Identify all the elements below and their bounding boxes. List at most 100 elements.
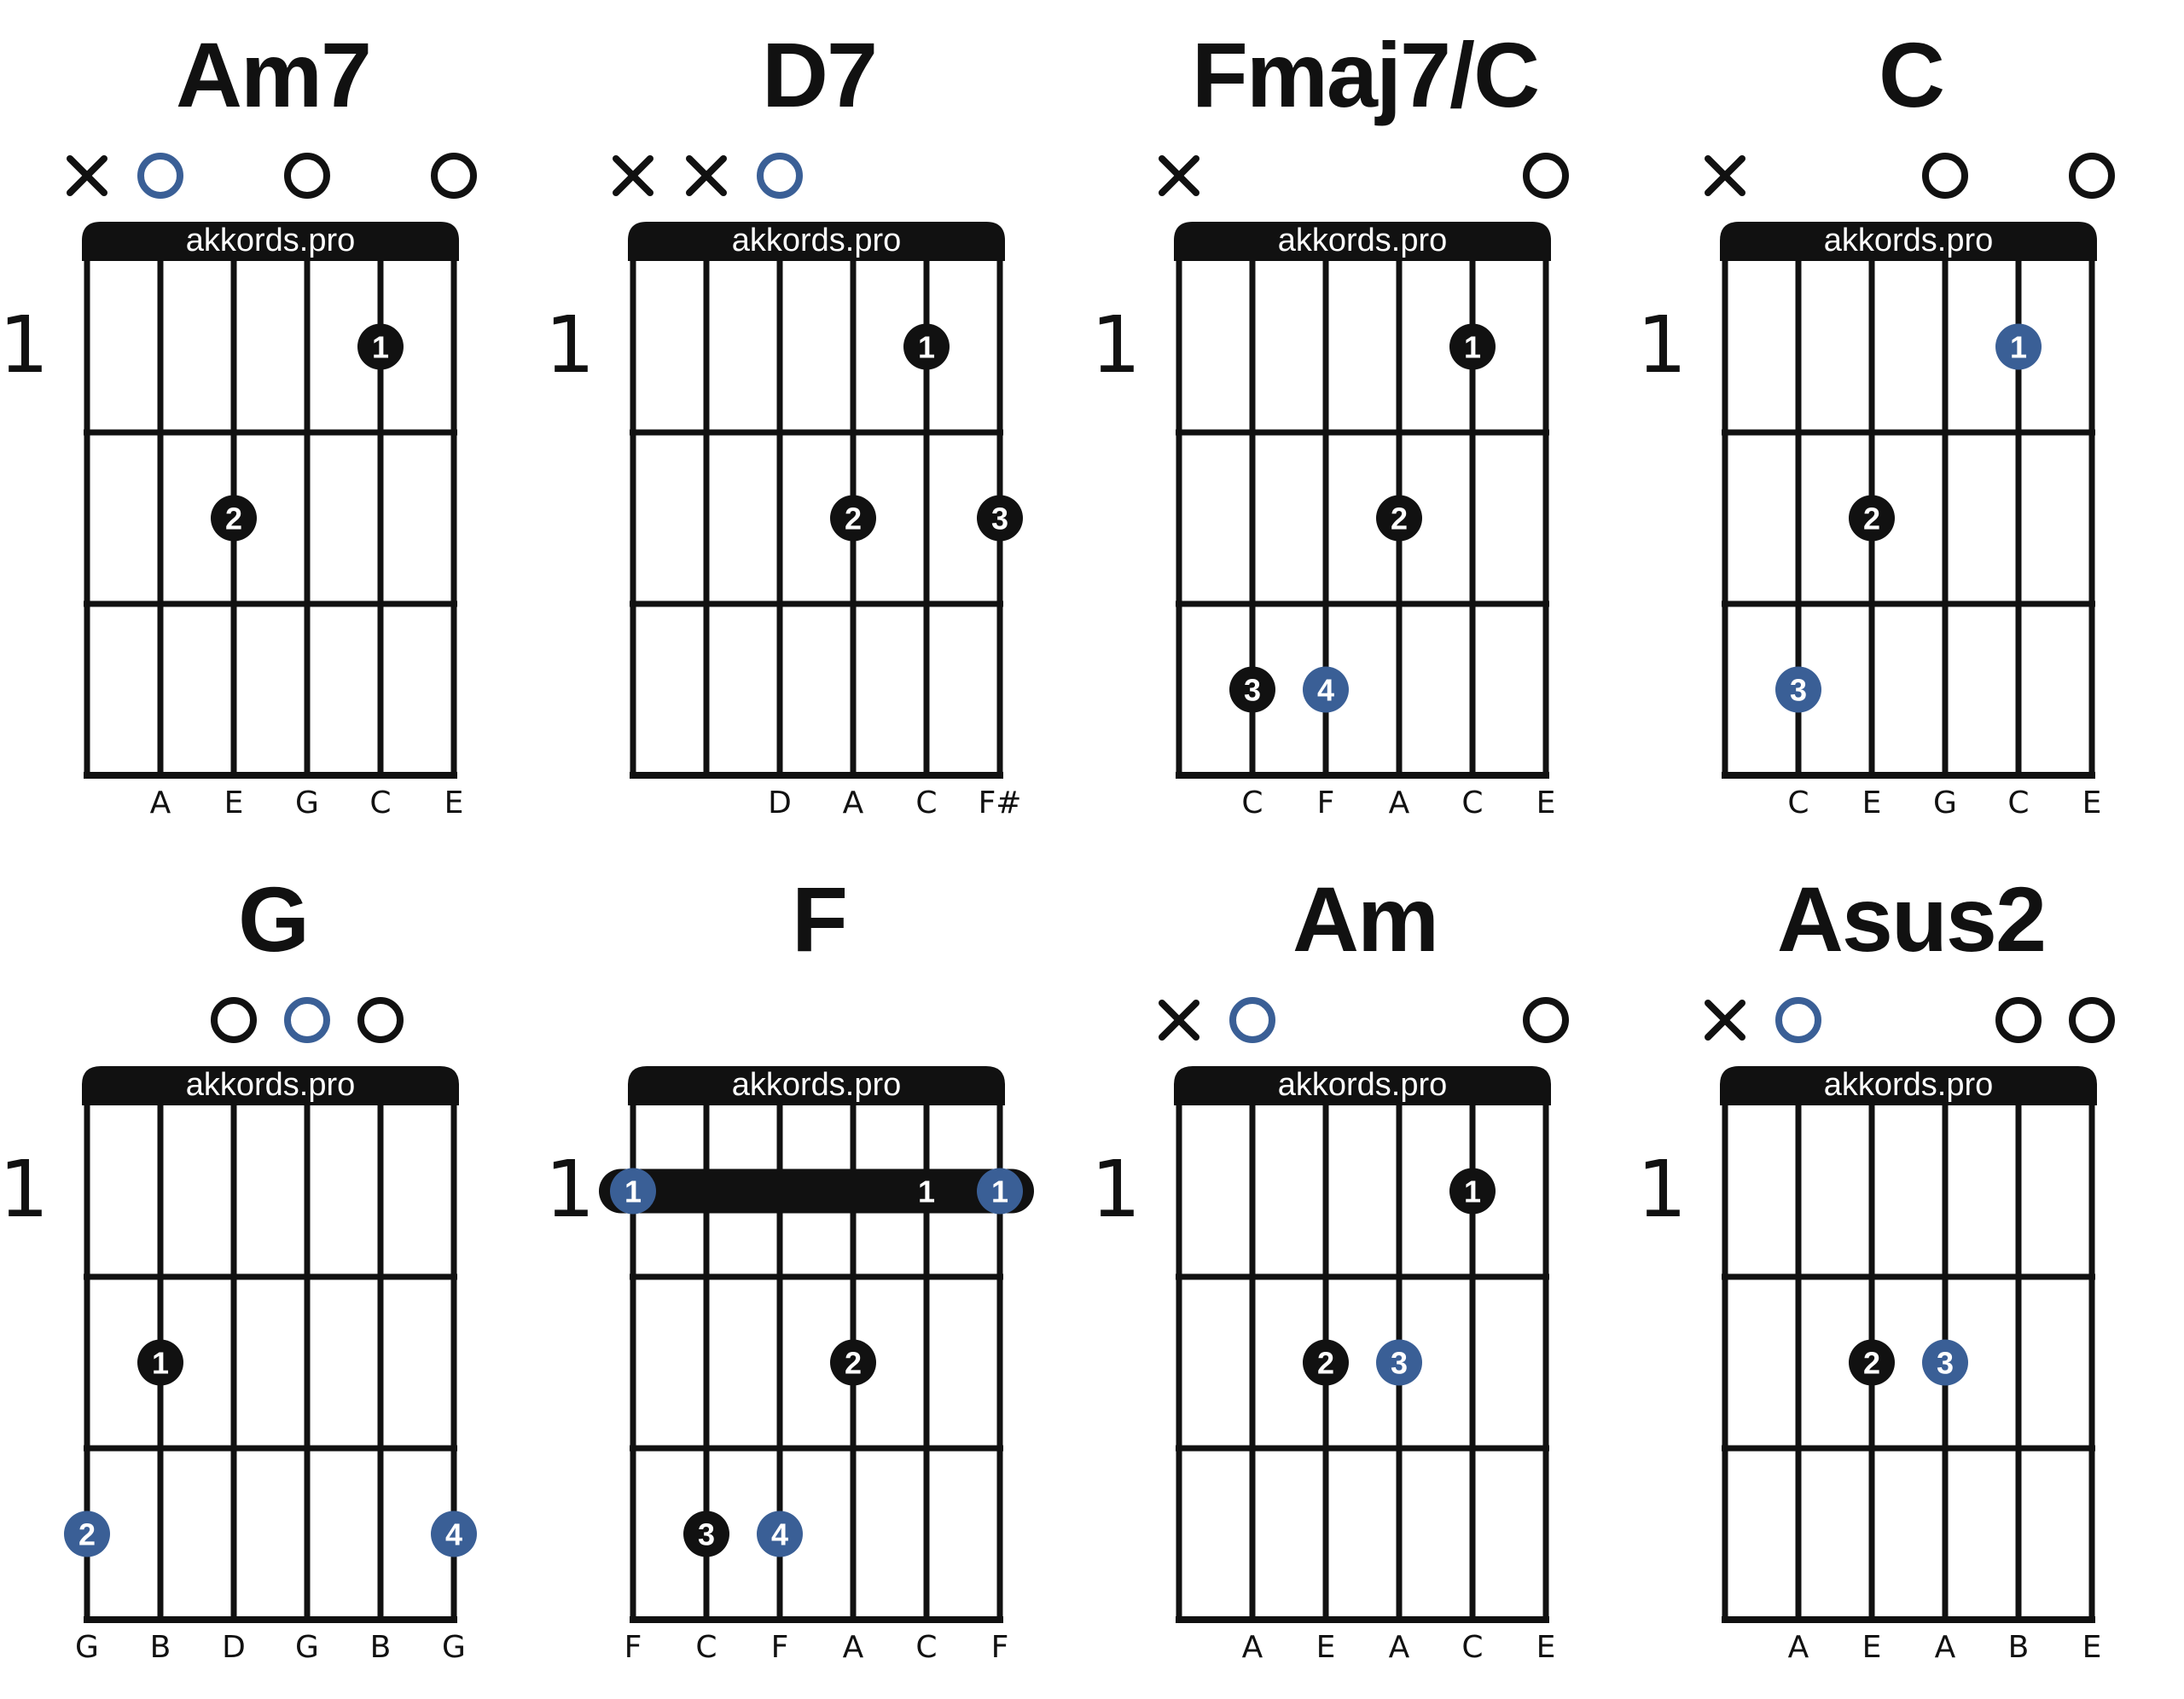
finger-number: 1 <box>991 1174 1008 1209</box>
string-note-label: A <box>1242 1630 1263 1665</box>
nut-header <box>82 1066 459 1105</box>
brand-label: akkords.pro <box>732 223 902 258</box>
string-note-label: C <box>1787 786 1809 821</box>
finger-dot: 1 <box>1449 323 1496 370</box>
finger-number: 3 <box>1790 673 1807 708</box>
finger-dot: 1 <box>137 1339 183 1386</box>
open-string-icon <box>284 153 330 199</box>
string-note-label: E <box>1316 1630 1336 1665</box>
start-fret-number: 1 <box>1637 299 1687 391</box>
finger-number: 2 <box>1391 502 1408 536</box>
open-string-icon <box>1922 153 1968 199</box>
nut-header <box>1720 222 2097 261</box>
finger-number: 1 <box>2010 330 2027 365</box>
finger-number: 3 <box>1937 1346 1954 1381</box>
nut-header <box>82 222 459 261</box>
string-note-label: F <box>991 1630 1009 1665</box>
brand-label: akkords.pro <box>1824 223 1994 258</box>
finger-dot: 4 <box>431 1511 477 1557</box>
chord-name: C <box>1879 23 1945 126</box>
finger-number: 2 <box>78 1517 96 1552</box>
finger-dot: 3 <box>1922 1339 1968 1386</box>
muted-string-icon <box>1705 1000 1745 1041</box>
start-fret-number: 1 <box>0 299 49 391</box>
string-note-label: F# <box>979 786 1022 821</box>
open-string-icon <box>1523 997 1569 1043</box>
chord-name: Am7 <box>175 23 372 126</box>
string-note-label: A <box>1389 786 1410 821</box>
finger-dot: 3 <box>683 1511 729 1557</box>
finger-dot: 1 <box>977 1168 1023 1215</box>
finger-dot: 2 <box>211 495 257 542</box>
chord-name: G <box>237 867 310 971</box>
finger-dot: 3 <box>1376 1339 1422 1386</box>
chord-name: Am <box>1292 867 1439 971</box>
brand-label: akkords.pro <box>1278 223 1448 258</box>
finger-dot: 2 <box>64 1511 110 1557</box>
muted-string-icon <box>613 155 653 196</box>
start-fret-number: 1 <box>1091 299 1141 391</box>
string-note-label: G <box>75 1630 99 1665</box>
root-open-string-icon <box>284 997 330 1043</box>
string-note-label: E <box>1536 786 1556 821</box>
string-note-label: E <box>1862 1630 1882 1665</box>
open-string-icon <box>1523 153 1569 199</box>
root-open-string-icon <box>1229 997 1275 1043</box>
chord-name: D7 <box>761 23 878 126</box>
string-note-label: E <box>1862 786 1882 821</box>
finger-number: 4 <box>445 1517 462 1552</box>
open-string-icon <box>357 997 404 1043</box>
string-note-label: B <box>2008 1630 2030 1665</box>
root-open-string-icon <box>1775 997 1821 1043</box>
string-note-label: E <box>444 786 464 821</box>
string-note-label: F <box>771 1630 789 1665</box>
nut-header <box>628 1066 1005 1105</box>
finger-dot: 3 <box>1775 666 1821 713</box>
nut-header <box>1174 1066 1551 1105</box>
string-note-label: C <box>1461 1630 1483 1665</box>
open-string-icon <box>211 997 257 1043</box>
root-open-string-icon <box>137 153 183 199</box>
string-note-label: G <box>295 1630 319 1665</box>
finger-number: 1 <box>1464 1174 1481 1209</box>
finger-number: 1 <box>372 330 389 365</box>
open-string-icon <box>431 153 477 199</box>
finger-number: 2 <box>845 1346 862 1381</box>
string-note-label: D <box>768 786 792 821</box>
string-note-label: A <box>843 1630 864 1665</box>
string-note-label: C <box>369 786 391 821</box>
string-note-label: B <box>150 1630 171 1665</box>
finger-dot: 2 <box>1849 1339 1895 1386</box>
finger-dot: 2 <box>1849 495 1895 542</box>
string-note-label: E <box>2082 786 2102 821</box>
start-fret-number: 1 <box>0 1144 49 1235</box>
open-string-icon <box>1995 997 2042 1043</box>
brand-label: akkords.pro <box>732 1067 902 1103</box>
chord-name: Asus2 <box>1776 867 2047 971</box>
finger-dot: 1 <box>357 323 404 370</box>
finger-dot: 4 <box>1303 666 1349 713</box>
string-note-label: D <box>222 1630 246 1665</box>
string-note-label: F <box>624 1630 642 1665</box>
string-note-label: C <box>915 1630 937 1665</box>
string-note-label: C <box>695 1630 717 1665</box>
finger-dot: 1 <box>903 323 950 370</box>
nut-header <box>628 222 1005 261</box>
muted-string-icon <box>1159 155 1199 196</box>
start-fret-number: 1 <box>1637 1144 1687 1235</box>
string-note-label: F <box>1317 786 1335 821</box>
finger-dot: 3 <box>1229 666 1275 713</box>
finger-number: 1 <box>918 330 935 365</box>
